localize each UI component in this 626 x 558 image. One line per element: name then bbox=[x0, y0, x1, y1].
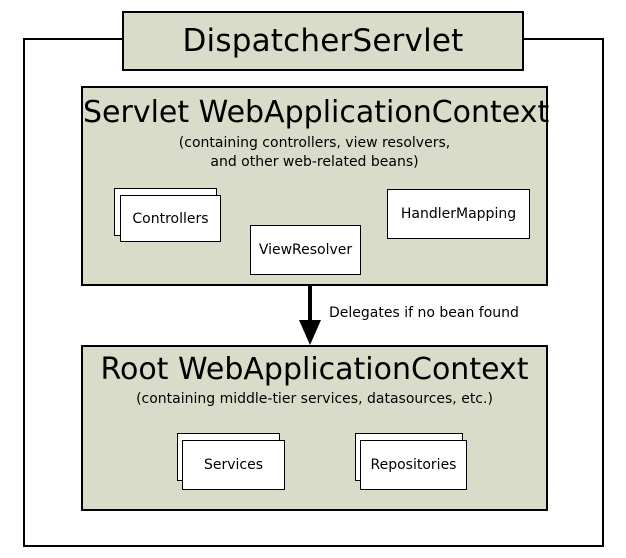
view-resolver-bean: ViewResolver bbox=[250, 225, 361, 275]
dispatcher-servlet-title: DispatcherServlet bbox=[122, 11, 524, 71]
services-bean: Services bbox=[182, 440, 285, 490]
root-context-title: Root WebApplicationContext bbox=[100, 352, 529, 387]
delegation-label: Delegates if no bean found bbox=[329, 305, 519, 321]
repositories-bean: Repositories bbox=[360, 440, 467, 490]
controllers-bean: Controllers bbox=[120, 195, 221, 242]
root-context-subtitle: (containing middle-tier services, dataso… bbox=[136, 391, 493, 407]
servlet-context-subtitle: (containing controllers, view resolvers,… bbox=[178, 135, 451, 170]
root-web-application-context: Root WebApplicationContext (containing m… bbox=[81, 345, 548, 511]
servlet-context-title: Servlet WebApplicationContext bbox=[83, 95, 550, 130]
handler-mapping-bean: HandlerMapping bbox=[387, 189, 530, 239]
delegation-arrow-head bbox=[299, 320, 321, 345]
delegation-arrow bbox=[299, 286, 321, 345]
